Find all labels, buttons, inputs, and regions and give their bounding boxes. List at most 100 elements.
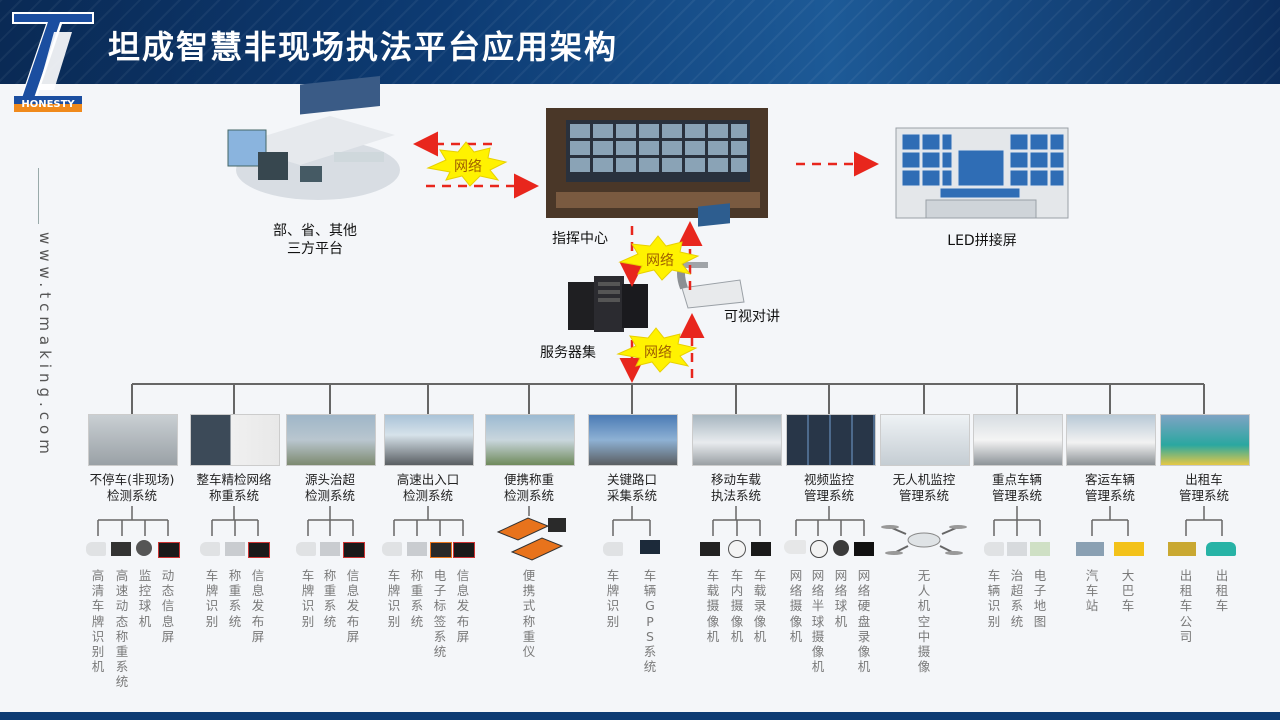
sub-item-label: 电子地图 <box>1033 568 1047 629</box>
sub-item-label: 车辆GPS系统 <box>643 568 657 675</box>
sub-item-label: 治超系统 <box>1010 568 1024 629</box>
system-photo-precision-weigh <box>190 414 280 466</box>
honesty-logo: HONESTY <box>12 12 94 112</box>
dome-camera-icon <box>136 540 152 556</box>
intercom-label: 可视对讲 <box>724 309 780 325</box>
system-bus <box>131 383 1205 414</box>
system-name-intersection: 关键路口采集系统 <box>606 472 657 503</box>
taxi-icon <box>1206 542 1236 556</box>
camera-icon <box>984 542 1004 556</box>
server-cluster-label: 服务器集 <box>540 345 596 361</box>
led-wall-label: LED拼接屏 <box>947 233 1017 249</box>
command-center-label: 指挥中心 <box>552 231 608 247</box>
system-photo-source-control <box>286 414 376 466</box>
led-sign-icon <box>453 542 475 558</box>
weigh-device-icon <box>225 542 245 556</box>
overload-system-icon <box>1007 542 1027 556</box>
system-photo-drone <box>880 414 970 466</box>
weigh-device-icon <box>111 542 131 556</box>
system-photo-passenger <box>1066 414 1156 466</box>
sub-item-label: 高速动态称重系统 <box>115 568 129 690</box>
sub-item-label: 车牌识别 <box>205 568 219 629</box>
sub-item-label: 车内摄像机 <box>730 568 744 644</box>
system-name-drone: 无人机监控管理系统 <box>892 472 956 503</box>
drone-illustration <box>881 525 967 555</box>
nvr-icon <box>854 542 874 556</box>
sub-item-label: 车牌识别 <box>606 568 620 629</box>
sub-item-label: 网络半球摄像机 <box>811 568 825 675</box>
system-name-passenger: 客运车辆管理系统 <box>1084 472 1135 503</box>
sub-item-label: 称重系统 <box>323 568 337 629</box>
system-photo-intersection <box>588 414 678 466</box>
weigh-device-icon <box>407 542 427 556</box>
sub-item-label: 车载录像机 <box>753 568 767 644</box>
camera-icon <box>382 542 402 556</box>
bus-station-icon <box>1076 542 1104 556</box>
third-party-label: 部、省、其他 三方平台 <box>262 222 368 258</box>
system-name-nonstop: 不停车(非现场)检测系统 <box>89 472 175 503</box>
coach-bus-icon <box>1114 542 1144 556</box>
network-label-top: 网络 <box>454 159 482 175</box>
system-name-expressway: 高速出入口检测系统 <box>396 472 460 503</box>
sub-item-label: 大巴车 <box>1121 568 1135 614</box>
sub-branches <box>97 506 1223 536</box>
system-photo-video <box>786 414 876 466</box>
system-photo-portable <box>485 414 575 466</box>
sub-item-label: 出租车公司 <box>1179 568 1193 644</box>
sub-item-label: 称重系统 <box>228 568 242 629</box>
sub-item-label: 信息发布屏 <box>251 568 265 644</box>
camera-icon <box>200 542 220 556</box>
network-camera-icon <box>784 540 806 554</box>
command-center-illustration <box>546 108 768 218</box>
system-photo-key-vehicle <box>973 414 1063 466</box>
sub-item-label: 无人机空中摄像 <box>917 568 931 675</box>
sub-item-label: 汽车站 <box>1085 568 1099 614</box>
vehicle-camera-icon <box>700 542 720 556</box>
camera-icon <box>86 542 106 556</box>
system-photo-mobile <box>692 414 782 466</box>
network-label-middle: 网络 <box>646 253 674 269</box>
third-party-label-line2: 三方平台 <box>287 241 343 257</box>
website-url: www.tcmaking.com <box>36 232 54 459</box>
gps-map-icon <box>640 540 660 554</box>
sub-item-label: 信息发布屏 <box>456 568 470 644</box>
sub-item-label: 出租车 <box>1215 568 1229 614</box>
camera-icon <box>296 542 316 556</box>
system-name-video: 视频监控管理系统 <box>803 472 854 503</box>
network-label-bottom: 网络 <box>644 345 672 361</box>
sub-item-label: 网络摄像机 <box>789 568 803 644</box>
system-photo-nonstop <box>88 414 178 466</box>
in-car-camera-icon <box>728 540 746 558</box>
third-party-platform-illustration <box>227 76 400 200</box>
system-name-key-vehicle: 重点车辆管理系统 <box>991 472 1042 503</box>
svg-text:HONESTY: HONESTY <box>21 99 75 110</box>
side-divider <box>38 168 39 224</box>
header-banner <box>0 0 1280 84</box>
led-sign-icon <box>343 542 365 558</box>
third-party-label-line1: 部、省、其他 <box>273 223 357 239</box>
system-name-mobile: 移动车载执法系统 <box>710 472 761 503</box>
map-icon <box>1030 542 1050 556</box>
ptz-camera-icon <box>833 540 849 556</box>
sub-item-label: 动态信息屏 <box>161 568 175 644</box>
weigh-device-icon <box>320 542 340 556</box>
sub-item-label: 车牌识别 <box>387 568 401 629</box>
half-dome-camera-icon <box>810 540 828 558</box>
camera-icon <box>603 542 623 556</box>
sub-item-label: 监控球机 <box>138 568 152 629</box>
page-title: 坦成智慧非现场执法平台应用架构 <box>108 28 619 66</box>
system-name-source-control: 源头治超检测系统 <box>304 472 355 503</box>
vehicle-recorder-icon <box>751 542 771 556</box>
system-name-precision-weigh: 整车精检网络称重系统 <box>196 472 272 503</box>
sub-item-label: 高清车牌识别机 <box>91 568 105 675</box>
portable-scale-illustration <box>496 517 566 561</box>
taxi-company-icon <box>1168 542 1196 556</box>
sub-item-label: 称重系统 <box>410 568 424 629</box>
server-cluster-illustration <box>568 276 648 332</box>
led-sign-icon <box>248 542 270 558</box>
system-photo-expressway <box>384 414 474 466</box>
led-sign-icon <box>158 542 180 558</box>
sub-item-label: 网络硬盘录像机 <box>857 568 871 675</box>
system-photo-taxi <box>1160 414 1250 466</box>
rfid-reader-icon <box>430 542 452 558</box>
